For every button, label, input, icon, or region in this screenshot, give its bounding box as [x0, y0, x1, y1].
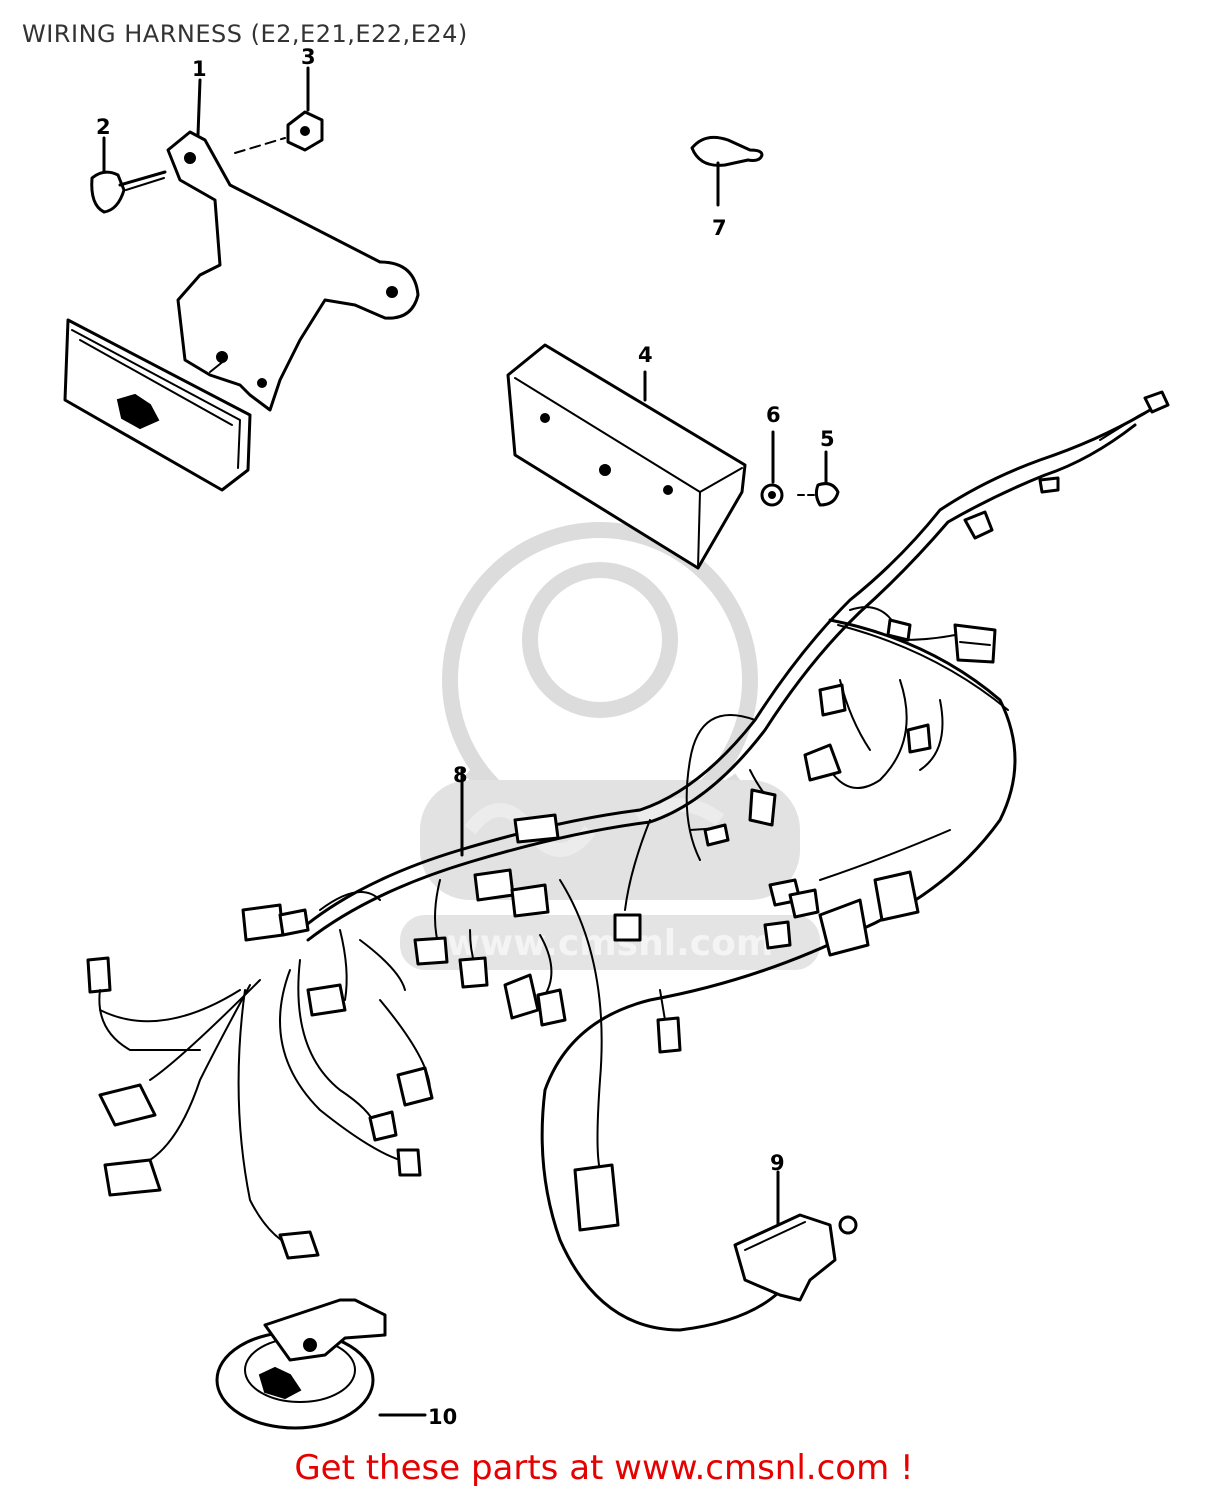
callout-6: 6 [766, 403, 781, 427]
callout-9: 9 [770, 1151, 785, 1175]
reflector-lens[interactable] [63, 318, 252, 492]
leader-1 [196, 78, 202, 137]
callout-10: 10 [428, 1405, 457, 1429]
callout-1: 1 [192, 57, 207, 81]
footer-parts-link[interactable]: Get these parts at www.cmsnl.com ! [294, 1448, 914, 1488]
part-2-bolt[interactable] [90, 136, 167, 214]
part-3-nut[interactable] [234, 66, 324, 154]
callout-3: 3 [301, 45, 316, 69]
callout-4: 4 [638, 343, 653, 367]
page-title: WIRING HARNESS (E2,E21,E22,E24) [22, 20, 468, 48]
part-4-control-box[interactable] [506, 343, 747, 570]
callout-8: 8 [453, 763, 468, 787]
part-1-bracket[interactable] [166, 130, 420, 412]
callout-5: 5 [820, 427, 835, 451]
part-7-bulb[interactable] [690, 135, 764, 207]
part-6-washer[interactable] [760, 430, 784, 507]
part-9-switch[interactable] [733, 1170, 858, 1302]
callout-7: 7 [712, 216, 727, 240]
part-5-screw[interactable] [797, 450, 840, 507]
callout-2: 2 [96, 115, 111, 139]
part-10-horn[interactable] [215, 1298, 427, 1430]
part-8-wiring-harness[interactable] [86, 390, 1170, 1332]
